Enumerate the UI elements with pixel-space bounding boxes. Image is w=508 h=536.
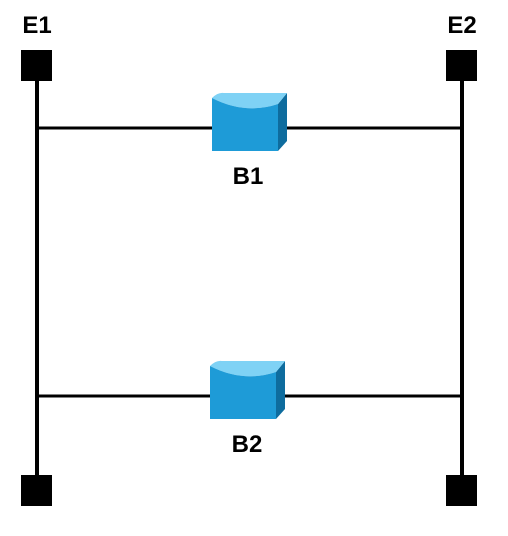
terminal-e2-top [446, 50, 477, 81]
terminal-left-bottom [21, 475, 52, 506]
label-b1: B1 [233, 163, 264, 190]
bridge-b1-icon [212, 92, 287, 151]
bridge-b2-icon [210, 360, 285, 419]
terminal-e1-top [21, 50, 52, 81]
label-b2: B2 [232, 431, 263, 458]
label-e1: E1 [22, 12, 51, 39]
label-e2: E2 [447, 12, 476, 39]
terminal-right-bottom [446, 475, 477, 506]
